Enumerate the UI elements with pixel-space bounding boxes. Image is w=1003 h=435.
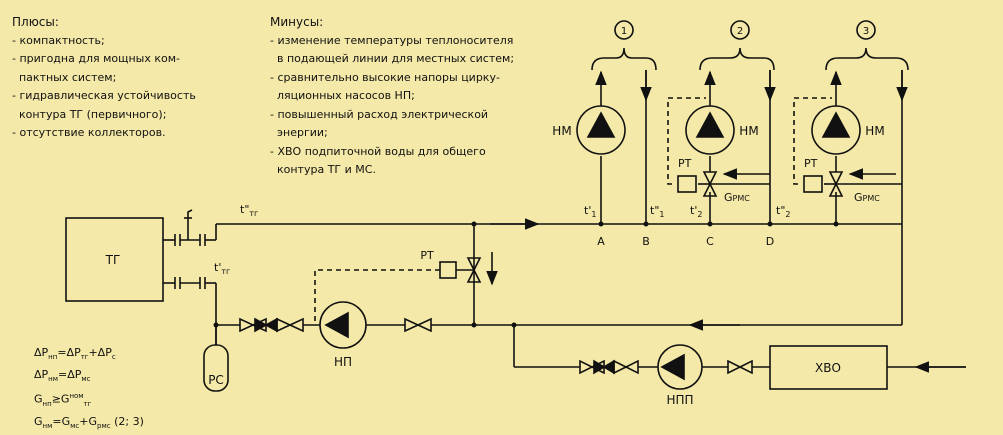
regulator-3 bbox=[803, 175, 823, 193]
g-rmc-2: GРМС bbox=[724, 191, 750, 204]
pros-line: - компактность; bbox=[12, 33, 105, 47]
cons-line: - сравнительно высокие напоры цирку- bbox=[270, 70, 500, 84]
cons-line: в подающей линии для местных систем; bbox=[270, 52, 515, 65]
tank-label: РС bbox=[208, 373, 224, 387]
node-a bbox=[598, 221, 604, 227]
node-label-b: B bbox=[642, 235, 650, 248]
system-3-label: 3 bbox=[863, 26, 869, 37]
rt-label-2: РТ bbox=[678, 157, 692, 170]
t2-label: t'2 bbox=[690, 204, 702, 219]
hvo-label: ХВО bbox=[815, 361, 841, 375]
rt-label: РТ bbox=[420, 249, 434, 262]
formula-g-nm: Gнм=Gмс+Gрмс (2; 3) bbox=[34, 415, 144, 431]
np-label: НП bbox=[334, 355, 352, 369]
pros-title: Плюсы: bbox=[12, 15, 59, 29]
node-label-d: D bbox=[766, 235, 774, 248]
pros-line: контура ТГ (первичного); bbox=[12, 107, 167, 121]
nm-label-3: НМ bbox=[865, 124, 884, 138]
formula-dp-nm: ΔPнм=ΔPмс bbox=[34, 368, 91, 384]
node-d bbox=[767, 221, 773, 227]
t2-dd-label: t"2 bbox=[776, 204, 790, 219]
cons-line: энергии; bbox=[270, 126, 328, 139]
system-1-marker bbox=[614, 20, 634, 40]
node-label-a: A bbox=[597, 235, 605, 248]
cons-block: Минусы: - изменение температуры теплонос… bbox=[270, 13, 514, 180]
regulator-np bbox=[439, 261, 457, 279]
rt-label-3: РТ bbox=[804, 157, 818, 170]
cons-line: ляционных насосов НП; bbox=[270, 89, 415, 102]
pros-line: - отсутствие коллекторов. bbox=[12, 126, 166, 139]
boiler-box bbox=[65, 217, 164, 302]
nm-label-1: НМ bbox=[552, 124, 571, 138]
t1-dd-label: t"1 bbox=[650, 204, 664, 219]
formulas: ΔPнп=ΔPтг+ΔPc ΔPнм=ΔPмс Gнп≥Gномтг Gнм=G… bbox=[34, 344, 144, 435]
node-label-c: C bbox=[706, 235, 714, 248]
node-c bbox=[707, 221, 713, 227]
nm-label-2: НМ bbox=[739, 124, 758, 138]
system-2-label: 2 bbox=[737, 26, 743, 37]
expansion-tank bbox=[203, 344, 229, 392]
pros-line: - пригодна для мощных ком- bbox=[12, 52, 180, 65]
npp-label: НПП bbox=[666, 393, 693, 407]
formula-g-np: Gнп≥Gномтг bbox=[34, 392, 92, 409]
system-3-marker bbox=[856, 20, 876, 40]
return-temp-label: t'тг bbox=[214, 261, 230, 276]
cons-title: Минусы: bbox=[270, 15, 324, 29]
pros-block: Плюсы: - компактность; - пригодна для мо… bbox=[12, 13, 196, 143]
system-2-marker bbox=[730, 20, 750, 40]
boiler-label: ТГ bbox=[105, 253, 121, 267]
cons-line: - изменение температуры теплоносителя bbox=[270, 33, 514, 47]
pros-line: - гидравлическая устойчивость bbox=[12, 89, 196, 102]
node-b bbox=[643, 221, 649, 227]
t1-label: t'1 bbox=[584, 204, 596, 219]
cons-line: контура ТГ и МС. bbox=[270, 163, 376, 176]
regulator-2 bbox=[677, 175, 697, 193]
pros-line: пактных систем; bbox=[12, 70, 117, 84]
cons-line: - ХВО подпиточной воды для общего bbox=[270, 144, 486, 158]
g-rmc-3: GРМС bbox=[854, 191, 880, 204]
formula-dp-np: ΔPнп=ΔPтг+ΔPc bbox=[34, 346, 116, 362]
supply-temp-label: t"тг bbox=[240, 203, 258, 218]
cons-line: - повышенный расход электрической bbox=[270, 107, 489, 121]
system-1-label: 1 bbox=[621, 26, 627, 37]
